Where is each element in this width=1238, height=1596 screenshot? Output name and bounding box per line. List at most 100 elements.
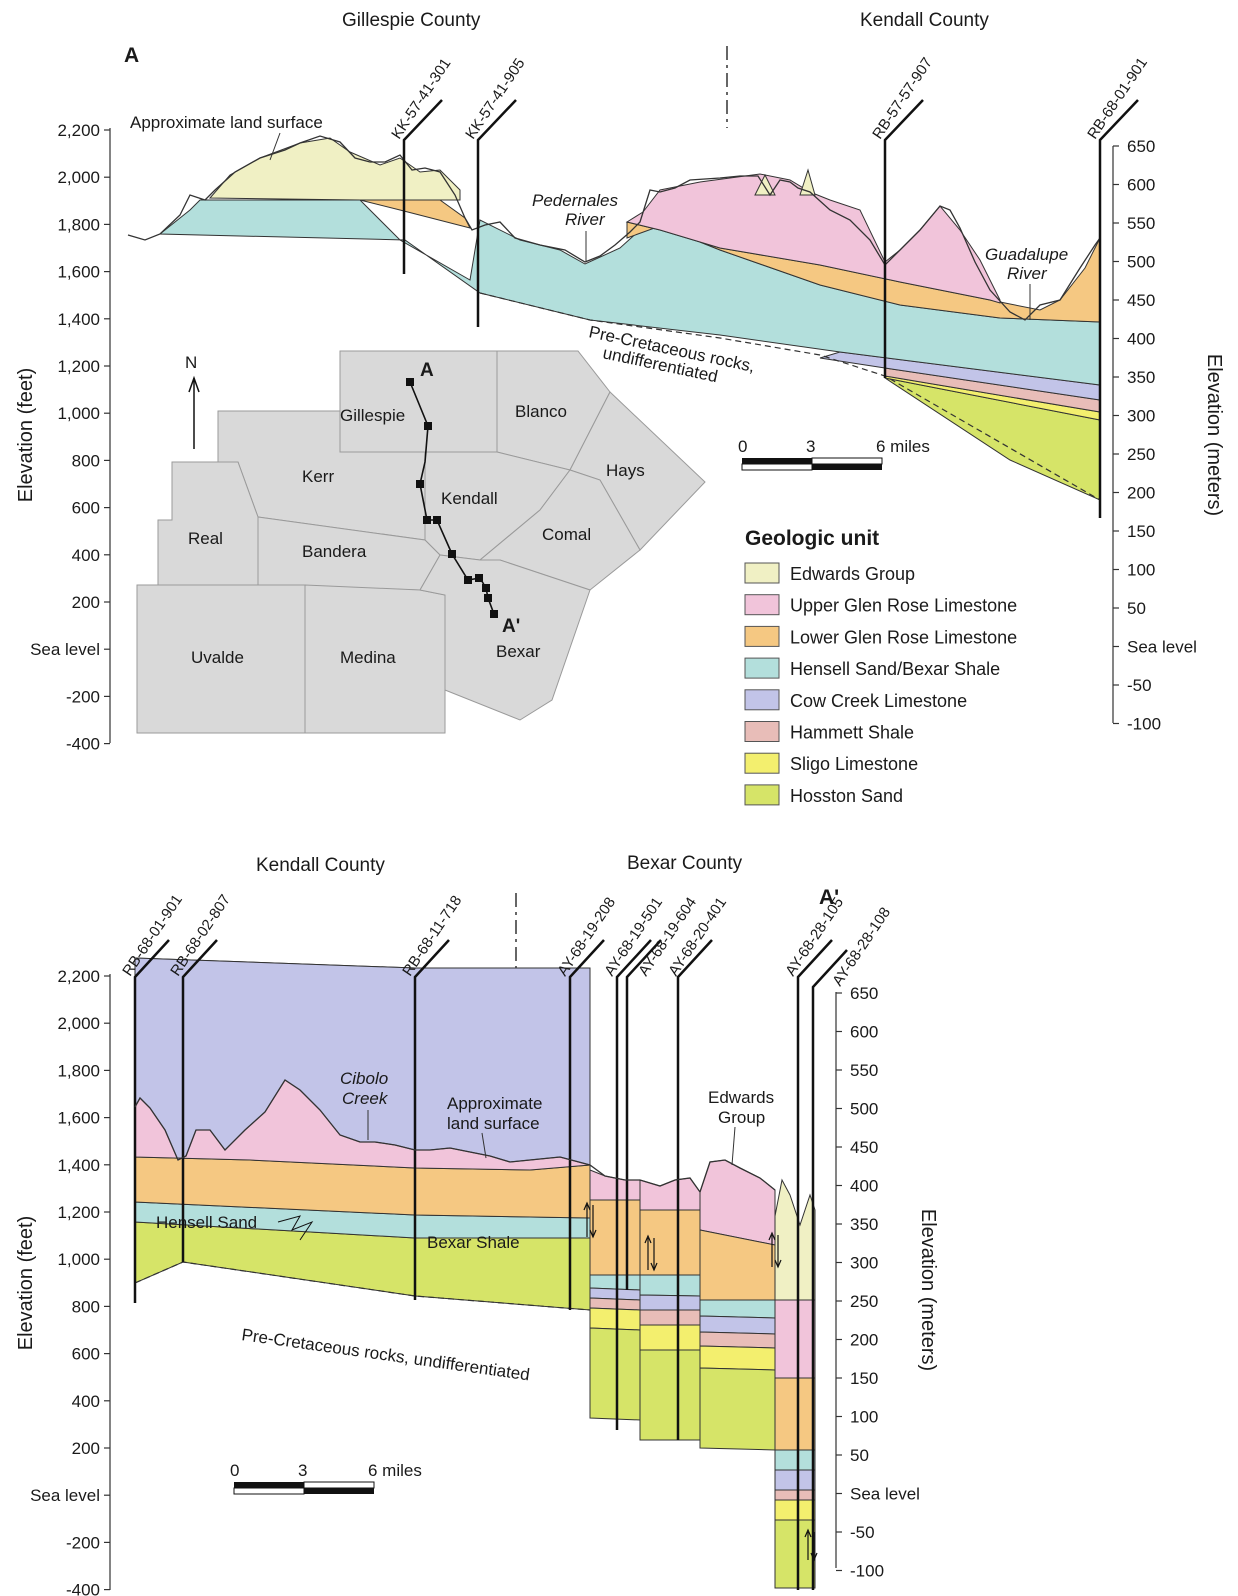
legend-label-6: Sligo Limestone — [790, 754, 918, 774]
top-meters-tick-0: 650 — [1127, 137, 1155, 156]
fault-arrows — [583, 1201, 818, 1562]
bot-meters-tick-9: 200 — [850, 1331, 878, 1350]
bot-meters-tick-11: 100 — [850, 1408, 878, 1427]
top-feet-tick-0: 2,200 — [57, 121, 100, 140]
bot-feet-tick-12: -200 — [66, 1533, 100, 1552]
bexar-shale-label: Bexar Shale — [427, 1233, 520, 1252]
legend-title: Geologic unit — [745, 527, 879, 550]
top-scale-3: 3 — [806, 437, 815, 456]
bot-meters-tick-6: 350 — [850, 1215, 878, 1234]
pedernales-label-1: Pedernales — [532, 191, 619, 210]
edwards-label-1: Edwards — [708, 1088, 774, 1107]
top-meters-tick-9: 200 — [1127, 484, 1155, 503]
bot-well-2 — [181, 939, 218, 1262]
bottom-right-axis: 65060055050045040035030025020015010050Se… — [835, 984, 920, 1581]
bot-well-4 — [568, 939, 605, 1310]
bot-well-3 — [413, 939, 450, 1300]
bottom-fault-blocks — [589, 1159, 816, 1589]
top-meters-tick-11: 100 — [1127, 561, 1155, 580]
legend-swatch-7 — [744, 784, 780, 806]
block2-sligo — [639, 1324, 701, 1351]
bot-precret-label: Pre-Cretaceous rocks, undifferentiated — [240, 1325, 531, 1384]
map-label-bandera: Bandera — [302, 542, 367, 561]
top-land-surface-label: Approximate land surface — [130, 113, 323, 132]
bot-meters-tick-1: 600 — [850, 1023, 878, 1042]
top-feet-tick-3: 1,600 — [57, 263, 100, 282]
top-well-kk-905 — [476, 99, 517, 327]
bottom-wells — [133, 939, 848, 1590]
guadalupe-label-2: River — [1007, 264, 1048, 283]
bot-feet-tick-6: 1,000 — [57, 1250, 100, 1269]
bot-meters-tick-4: 450 — [850, 1138, 878, 1157]
block1-lower-glen — [589, 1199, 641, 1276]
top-edwards-small — [754, 173, 776, 196]
map-label-real: Real — [188, 529, 223, 548]
inset-map — [136, 350, 706, 734]
bot-meters-tick-14: -50 — [850, 1523, 875, 1542]
legend-swatch-2 — [744, 625, 780, 647]
cibolo-label-1: Cibolo — [340, 1069, 388, 1088]
bot-feet-tick-0: 2,200 — [57, 967, 100, 986]
legend-swatch-3 — [744, 657, 780, 679]
map-label-end: A' — [502, 616, 520, 637]
bot-well-7 — [676, 939, 713, 1440]
block4-sligo — [774, 1499, 816, 1521]
top-meters-tick-3: 500 — [1127, 253, 1155, 272]
bot-well-1 — [133, 939, 170, 1303]
map-section-line: A A' — [406, 360, 520, 637]
top-well-kk-301 — [402, 99, 443, 274]
top-scale-bar: 0 3 6 miles — [738, 437, 930, 471]
bot-meters-tick-0: 650 — [850, 984, 878, 1003]
north-label: N — [185, 353, 197, 372]
map-label-uvalde: Uvalde — [191, 648, 244, 667]
top-meters-tick-1: 600 — [1127, 176, 1155, 195]
section-end-label: A' — [819, 886, 839, 909]
top-well-rb-907 — [883, 99, 924, 378]
block3-hensell — [699, 1299, 776, 1319]
bottom-right-axis-title: Elevation (meters) — [917, 1209, 939, 1371]
top-right-axis-title: Elevation (meters) — [1203, 354, 1225, 516]
top-feet-tick-13: -400 — [66, 735, 100, 754]
block2-hammett — [639, 1309, 701, 1326]
block3-hosston — [699, 1367, 776, 1451]
bot-scale-6: 6 miles — [368, 1461, 422, 1480]
block4-edwards — [774, 1178, 816, 1301]
bot-scale-3: 3 — [298, 1461, 307, 1480]
top-meters-tick-15: -100 — [1127, 715, 1161, 734]
top-land-surface — [127, 135, 1101, 321]
legend-label-4: Cow Creek Limestone — [790, 691, 967, 711]
top-well-label-4: RB-68-01-901 — [1084, 55, 1151, 143]
bot-land-surface — [134, 1079, 776, 1194]
block1-sligo — [589, 1307, 641, 1331]
block3-sligo — [699, 1345, 776, 1371]
bot-feet-tick-13: -400 — [66, 1581, 100, 1596]
top-feet-tick-7: 800 — [72, 451, 100, 470]
top-well-label-2: KK-57-41-905 — [462, 55, 528, 142]
block4-hammett — [774, 1489, 816, 1501]
top-left-axis: 2,2002,0001,8001,6001,4001,2001,00080060… — [30, 121, 111, 754]
top-feet-tick-9: 400 — [72, 546, 100, 565]
map-label-blanco: Blanco — [515, 402, 567, 421]
bot-feet-tick-8: 600 — [72, 1345, 100, 1364]
map-county-bexar — [419, 554, 591, 721]
top-section: Gillespie County Kendall County A 2,2002… — [15, 10, 1225, 806]
bottom-left-axis-title: Elevation (feet) — [15, 1216, 37, 1351]
legend-label-5: Hammett Shale — [790, 723, 914, 743]
pedernales-label-2: River — [565, 210, 606, 229]
map-label-kerr: Kerr — [302, 467, 334, 486]
top-left-axis-title: Elevation (feet) — [15, 368, 37, 503]
top-well-label-3: RB-57-57-907 — [869, 55, 936, 143]
block4-hosston — [774, 1519, 816, 1589]
top-meters-tick-6: 350 — [1127, 368, 1155, 387]
top-feet-tick-1: 2,000 — [57, 168, 100, 187]
bot-meters-tick-3: 500 — [850, 1100, 878, 1119]
top-county-kendall: Kendall County — [860, 10, 989, 31]
legend-swatch-1 — [744, 594, 780, 616]
bot-feet-tick-10: 200 — [72, 1439, 100, 1458]
block2-cowcreek — [639, 1294, 701, 1311]
legend-label-0: Edwards Group — [790, 564, 915, 584]
bot-well-8 — [796, 939, 833, 1590]
block1-hosston — [589, 1327, 641, 1421]
bottom-county-bexar: Bexar County — [627, 853, 743, 874]
